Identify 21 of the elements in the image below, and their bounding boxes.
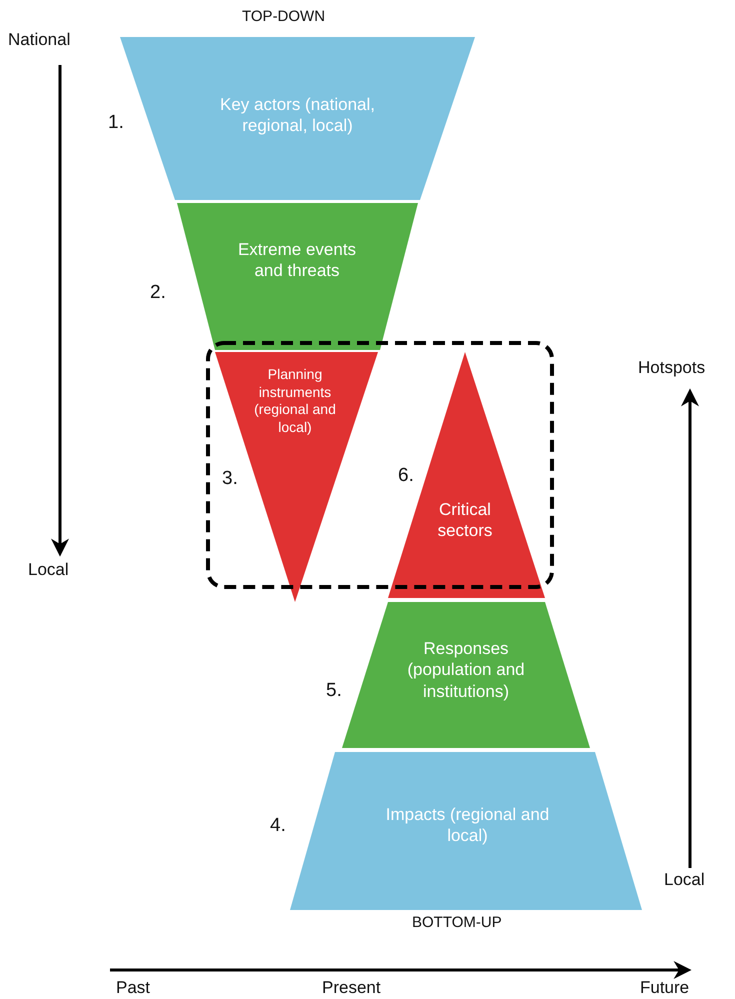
direction-label: BOTTOM-UP xyxy=(412,914,502,931)
axis-label: National xyxy=(8,30,70,50)
step-number: 4. xyxy=(270,815,286,837)
segment-label: Impacts (regional and local) xyxy=(384,804,550,846)
segment-label: Critical sectors xyxy=(436,498,494,542)
axis-label: Local xyxy=(28,560,69,580)
segment-label: Responses (population and institutions) xyxy=(406,638,526,702)
step-number: 2. xyxy=(150,282,166,304)
axis-label: Local xyxy=(664,870,705,890)
step-number: 3. xyxy=(222,468,238,490)
axis-label: Hotspots xyxy=(638,358,706,378)
step-number: 5. xyxy=(326,680,342,702)
step-number: 6. xyxy=(398,465,414,487)
direction-label: TOP-DOWN xyxy=(242,8,326,25)
axis-label: Present xyxy=(322,978,381,998)
step-number: 1. xyxy=(108,112,124,134)
axis-label: Past xyxy=(116,978,150,998)
segment-label: Key actors (national, regional, local) xyxy=(219,94,376,136)
axis-label: Future xyxy=(640,978,690,998)
segment-label: Planning instruments (regional and local) xyxy=(253,366,337,436)
segment-label: Extreme events and threats xyxy=(236,238,358,282)
